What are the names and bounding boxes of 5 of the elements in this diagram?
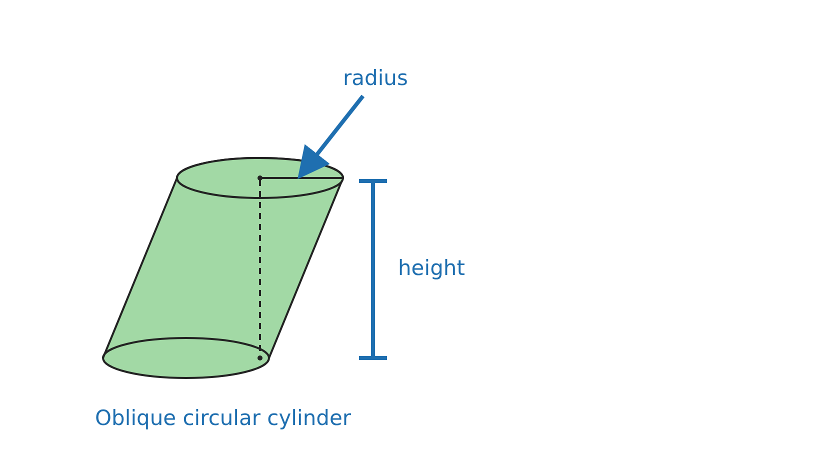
caption: Oblique circular cylinder [95,406,352,430]
radius-label: radius [343,66,408,90]
height-label: height [398,256,465,280]
radius-line [258,176,343,180]
leader-arrow [298,94,365,180]
